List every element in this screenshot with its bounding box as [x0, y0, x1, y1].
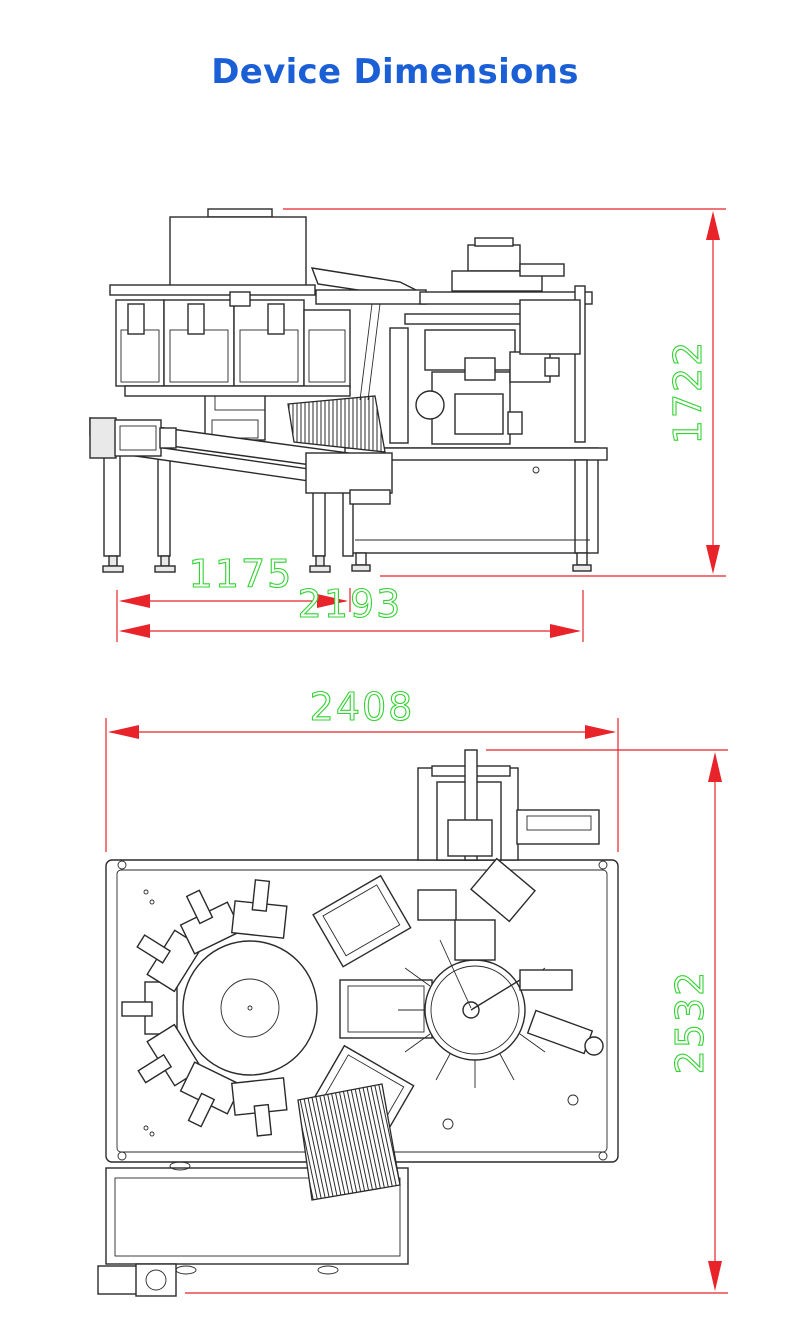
total-length-label: 2193: [298, 582, 403, 626]
top-view-dimensions: [105, 718, 728, 1294]
conveyor-length-label: 1175: [189, 552, 294, 596]
side-view-dimensions: [116, 208, 726, 642]
top-view-machine: [97, 749, 619, 1297]
height-label: 1722: [666, 340, 710, 445]
width-label: 2408: [310, 685, 415, 729]
weigher-buckets: [121, 879, 288, 1137]
page-title: Device Dimensions: [211, 52, 579, 92]
depth-label: 2532: [668, 970, 712, 1075]
side-view-machine: [89, 208, 608, 573]
